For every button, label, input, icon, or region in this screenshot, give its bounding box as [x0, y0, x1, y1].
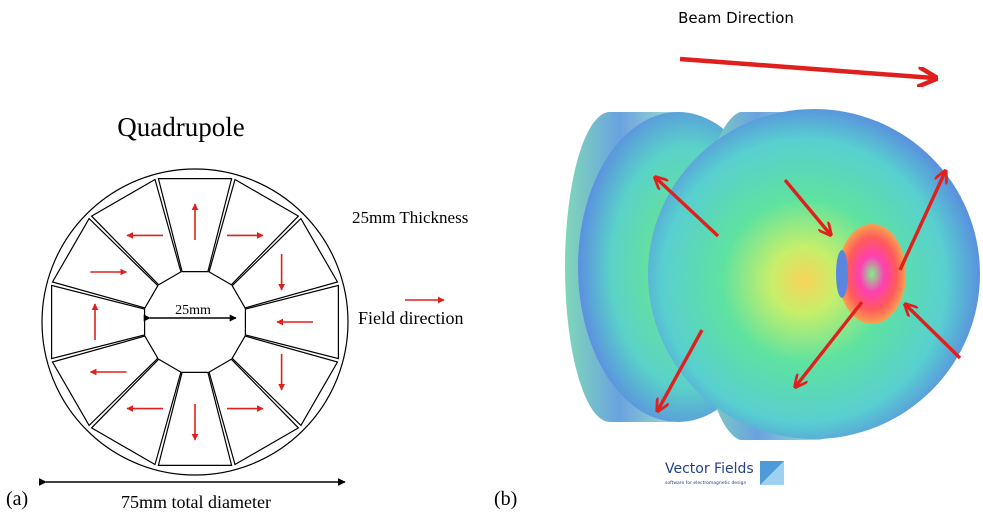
beam-direction-arrow [679, 56, 934, 78]
logo-text: Vector Fields [665, 461, 754, 477]
force-arrow [898, 172, 945, 271]
simulation-render: Beam Direction Vector Fields software fo… [494, 9, 980, 510]
quadrupole-diagram: Quadrupole 25mm Thickness Field directio… [6, 112, 468, 512]
vector-fields-logo: Vector Fields software for electromagnet… [665, 461, 784, 486]
diameter-label: 75mm total diameter [121, 492, 271, 512]
field-direction-label: Field direction [358, 308, 463, 328]
magnet-segment [90, 358, 182, 466]
force-arrows [656, 172, 962, 410]
disc-front [648, 109, 980, 440]
magnet-segment [51, 217, 159, 309]
thickness-label: 25mm Thickness [352, 208, 468, 227]
force-arrow [658, 329, 704, 410]
magnet-segment [51, 335, 159, 427]
magnet-segment [231, 335, 339, 427]
logo-tagline: software for electromagnetic design [665, 480, 747, 486]
force-arrow [906, 305, 962, 360]
field-arrows [89, 203, 313, 441]
panel-a-title: Quadrupole [117, 112, 244, 142]
magnet-segment [90, 178, 182, 286]
bore-label: 25mm [175, 303, 211, 318]
beam-direction-label: Beam Direction [678, 9, 794, 27]
outer-circle [41, 168, 349, 476]
panel-a-label: (a) [6, 488, 28, 510]
magnet-segment [208, 358, 300, 466]
bore-hole [838, 224, 906, 324]
magnet-segment [208, 178, 300, 286]
halbach-ring [41, 168, 349, 476]
force-arrow [783, 178, 830, 234]
force-arrow [656, 178, 720, 238]
magnet-segment [231, 217, 339, 309]
panel-b-label: (b) [494, 488, 517, 510]
force-arrow [796, 300, 864, 386]
